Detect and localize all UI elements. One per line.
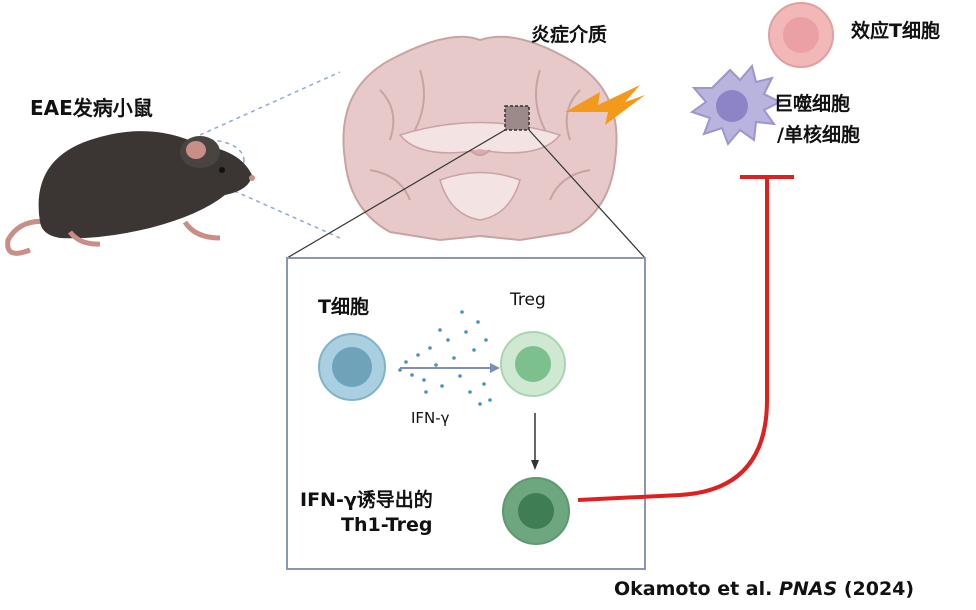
citation-year: (2024) [843, 578, 915, 600]
detail-box [286, 257, 646, 570]
macrophage-cell [689, 63, 783, 146]
mouse-illustration [5, 131, 255, 256]
ifn-arrow [400, 363, 500, 373]
zoom-lines-brain [286, 129, 646, 259]
down-arrow [531, 413, 539, 470]
th1-treg-label-line1: IFN-γ诱导出的 [300, 489, 433, 511]
brain-illustration [342, 35, 618, 242]
mediator-label: 炎症介质 [531, 24, 608, 46]
inhibition-line [577, 175, 794, 502]
th1-treg-cell [502, 477, 570, 545]
citation-journal: PNAS [778, 578, 838, 600]
ifn-gamma-label: IFN-γ [411, 409, 450, 427]
citation: Okamoto et al. PNAS (2024) [614, 578, 914, 600]
t-cell-label: T细胞 [318, 296, 369, 318]
th1-treg-label-line2: Th1-Treg [341, 514, 433, 536]
t-cell [318, 333, 386, 401]
macrophage-label-line1: 巨噬细胞 [774, 93, 851, 115]
macrophage-label-line2: /单核细胞 [777, 124, 860, 146]
mouse-label: EAE发病小鼠 [30, 96, 153, 120]
treg-label: Treg [510, 290, 546, 310]
citation-authors: Okamoto et al. [614, 578, 773, 600]
effector-t-label: 效应T细胞 [851, 20, 940, 42]
effector-t-cell [768, 2, 834, 68]
ifn-gamma-particles [398, 310, 492, 406]
lightning-icon [565, 85, 645, 125]
treg-cell [500, 331, 566, 397]
